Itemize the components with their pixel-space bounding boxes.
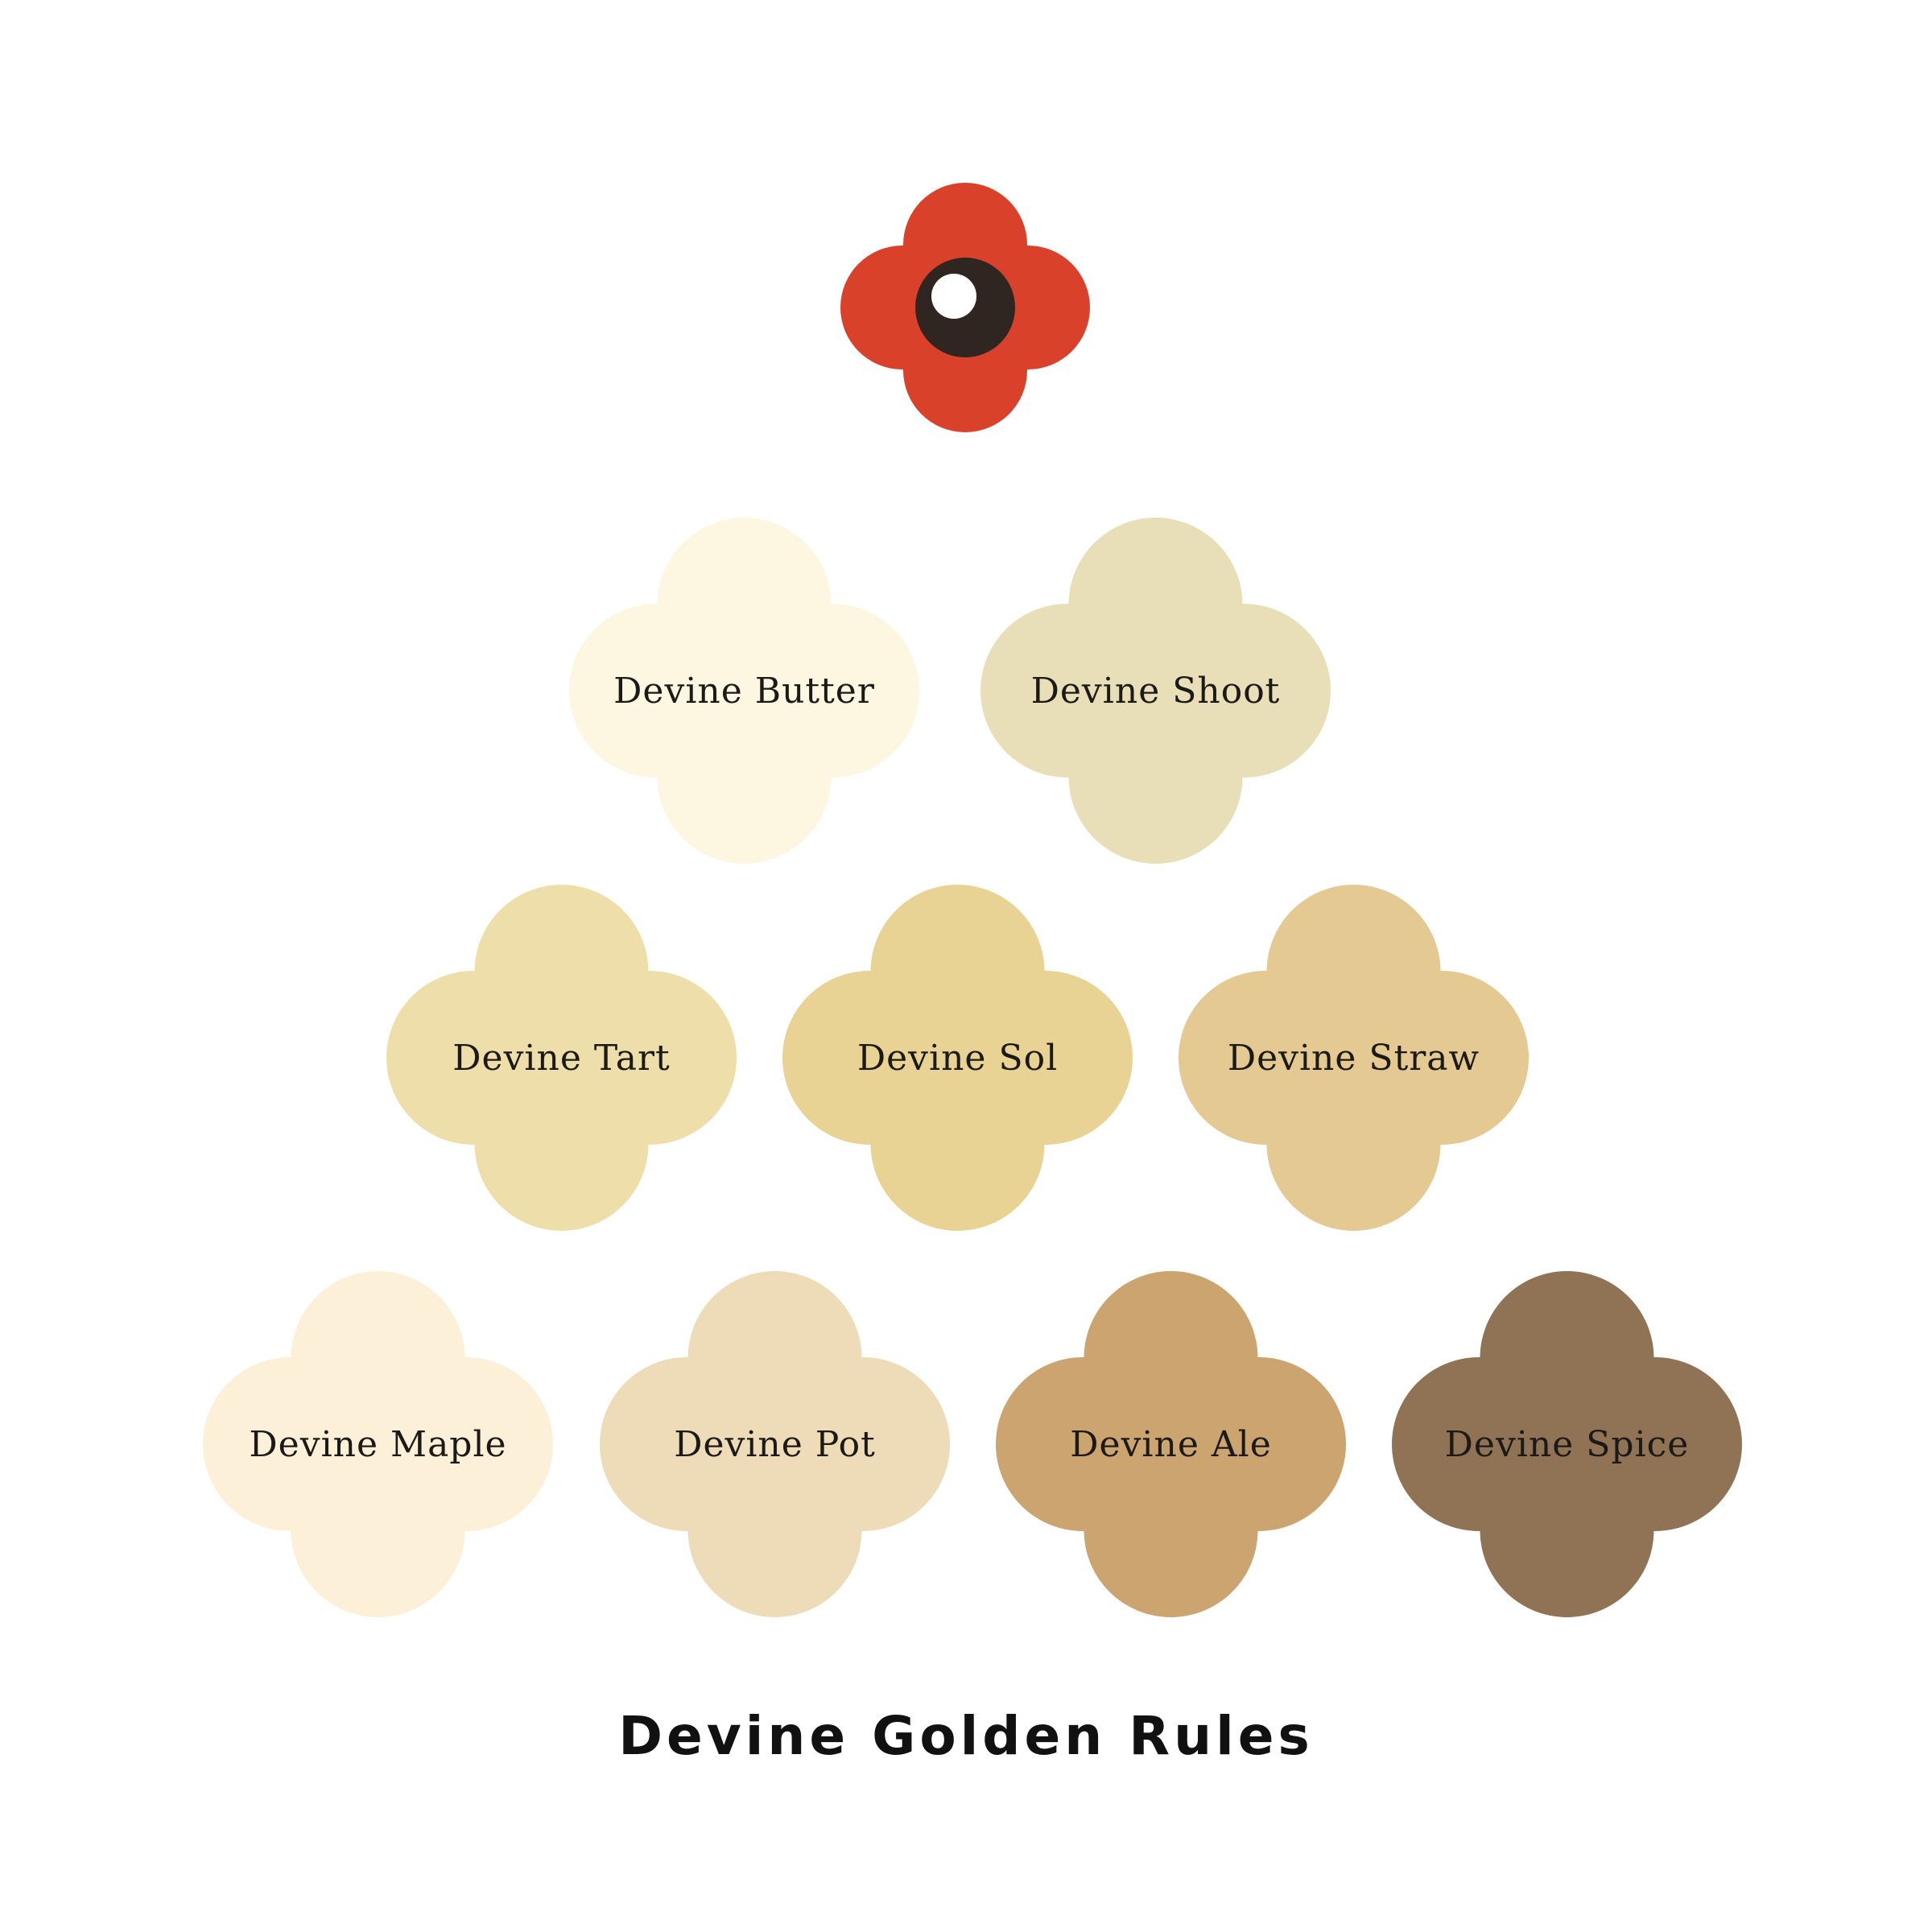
swatch-shape (569, 518, 919, 864)
swatch-label: Devine Ale (1070, 1423, 1272, 1465)
swatch-label: Devine Pot (674, 1423, 876, 1465)
swatch-shape (386, 885, 737, 1231)
swatch-shape (980, 518, 1331, 864)
swatch-shape (600, 1271, 950, 1617)
swatch-label: Devine Sol (857, 1037, 1059, 1079)
swatch-shape (1392, 1271, 1742, 1617)
swatch-devine-shoot: Devine Shoot (980, 518, 1331, 864)
swatch-label: Devine Shoot (1030, 670, 1281, 712)
swatch-shape (1179, 885, 1529, 1231)
swatch-devine-maple: Devine Maple (203, 1271, 553, 1617)
swatch-devine-ale: Devine Ale (996, 1271, 1346, 1617)
poppy-flower-icon (840, 183, 1090, 432)
page-title: Devine Golden Rules (618, 1705, 1314, 1767)
swatch-devine-butter: Devine Butter (569, 518, 919, 864)
swatch-label: Devine Straw (1227, 1037, 1480, 1079)
swatch-label: Devine Butter (613, 670, 875, 712)
swatch-devine-spice: Devine Spice (1392, 1271, 1742, 1617)
swatch-devine-tart: Devine Tart (386, 885, 737, 1231)
swatch-devine-straw: Devine Straw (1179, 885, 1529, 1231)
swatch-label: Devine Maple (249, 1423, 507, 1465)
swatch-shape (782, 885, 1133, 1231)
swatch-devine-pot: Devine Pot (600, 1271, 950, 1617)
swatch-devine-sol: Devine Sol (782, 885, 1133, 1231)
swatch-label: Devine Tart (452, 1037, 671, 1079)
swatch-shape (203, 1271, 553, 1617)
logo-highlight (931, 274, 976, 319)
swatch-label: Devine Spice (1444, 1423, 1690, 1465)
swatch-shape (996, 1271, 1346, 1617)
